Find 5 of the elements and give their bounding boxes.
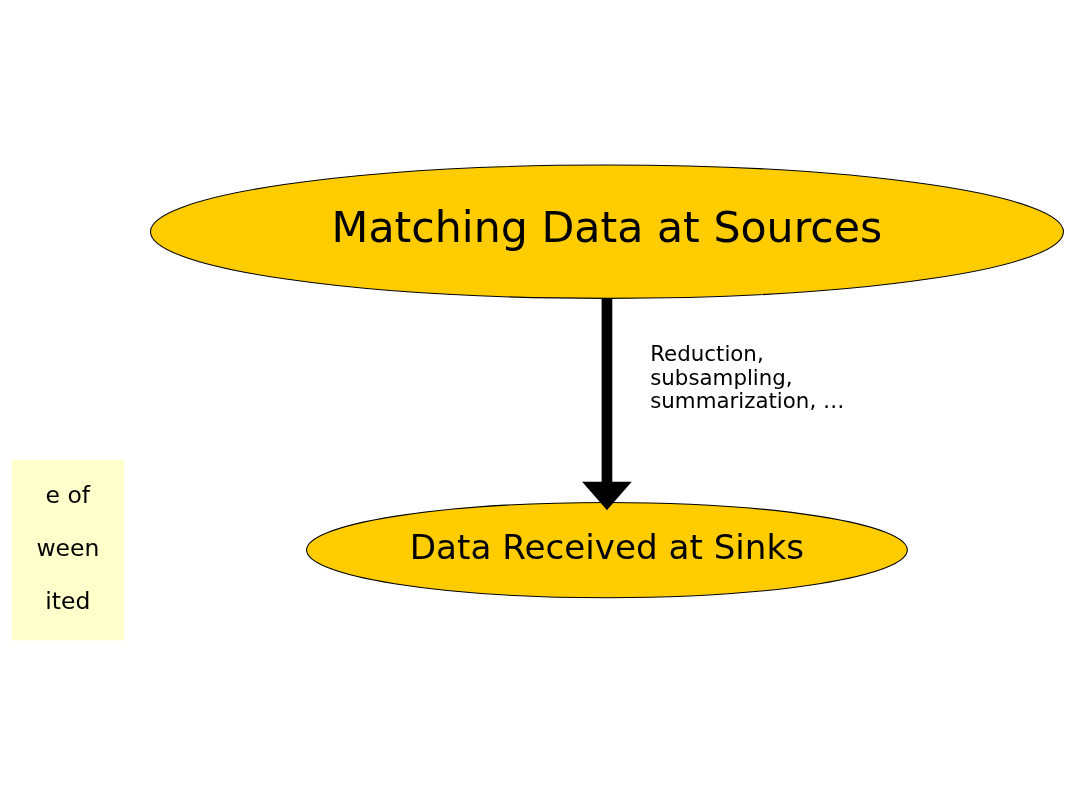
node-ellipse: Data Received at Sinks: [306, 501, 908, 599]
node-box: e of ween ited: [11, 459, 124, 641]
arrow: [582, 298, 632, 511]
node-ellipse: Matching Data at Sources: [149, 164, 1064, 299]
edge-label: Reduction, subsampling, summarization, …: [650, 341, 845, 414]
